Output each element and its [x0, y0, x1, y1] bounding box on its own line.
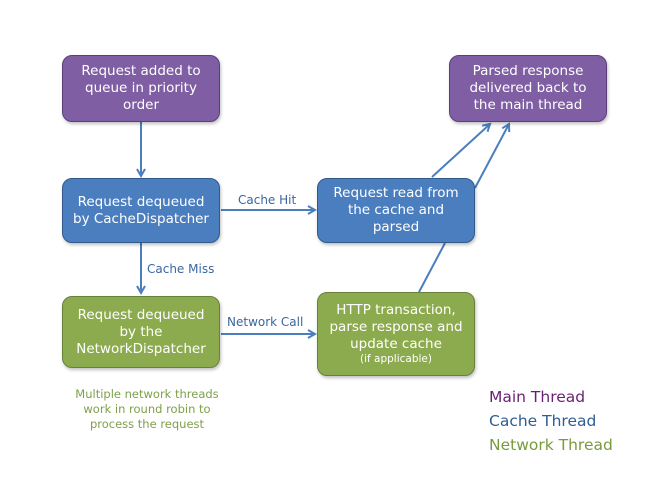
- edge-label-cache-hit: Cache Hit: [238, 193, 297, 207]
- node-line: parsed: [372, 219, 420, 235]
- node-line: Request dequeued: [77, 193, 205, 210]
- node-line: Request read from: [333, 185, 459, 201]
- edge-label-cache-miss: Cache Miss: [147, 262, 215, 276]
- note-line: work in round robin to: [83, 402, 211, 416]
- note-line: process the request: [89, 417, 205, 431]
- node-line: HTTP transaction,: [336, 302, 456, 318]
- node-line: Request dequeued: [77, 306, 205, 323]
- node-http-transaction: HTTP transaction, parse response and upd…: [317, 292, 475, 376]
- node-line: the cache and: [347, 202, 445, 218]
- node-line: by the: [119, 323, 163, 340]
- node-line: Parsed response: [472, 63, 584, 79]
- legend-main-thread: Main Thread: [489, 388, 586, 406]
- edge-label-network-call: Network Call: [227, 315, 304, 329]
- node-line: by CacheDispatcher: [73, 210, 209, 227]
- node-line: order: [123, 97, 159, 113]
- arrow-cache-read-to-deliver-2: [474, 124, 509, 189]
- node-line: update cache: [350, 336, 442, 352]
- legend-network-thread: Network Thread: [489, 436, 613, 454]
- arrow-cache-read-to-deliver-1: [431, 124, 490, 178]
- node-cache-read: Request read from the cache and parsed: [317, 178, 475, 243]
- network-threads-note: Multiple network threads work in round r…: [52, 387, 242, 432]
- node-line: the main thread: [473, 97, 583, 113]
- node-response-delivered: Parsed response delivered back to the ma…: [449, 55, 607, 122]
- node-cache-dispatcher: Request dequeued by CacheDispatcher: [62, 178, 220, 243]
- node-request-enqueued: Request added to queue in priority order: [62, 55, 220, 122]
- node-line: delivered back to: [469, 80, 587, 96]
- node-line: parse response and: [329, 319, 463, 335]
- node-network-dispatcher: Request dequeued by the NetworkDispatche…: [62, 296, 220, 368]
- node-line: queue in priority: [85, 80, 197, 96]
- node-line: NetworkDispatcher: [76, 340, 206, 357]
- legend-cache-thread: Cache Thread: [489, 412, 597, 430]
- note-line: Multiple network threads: [75, 387, 219, 401]
- arrow-http-to-cache-read: [418, 242, 446, 293]
- node-note: (if applicable): [360, 353, 432, 365]
- node-line: Request added to: [81, 63, 201, 79]
